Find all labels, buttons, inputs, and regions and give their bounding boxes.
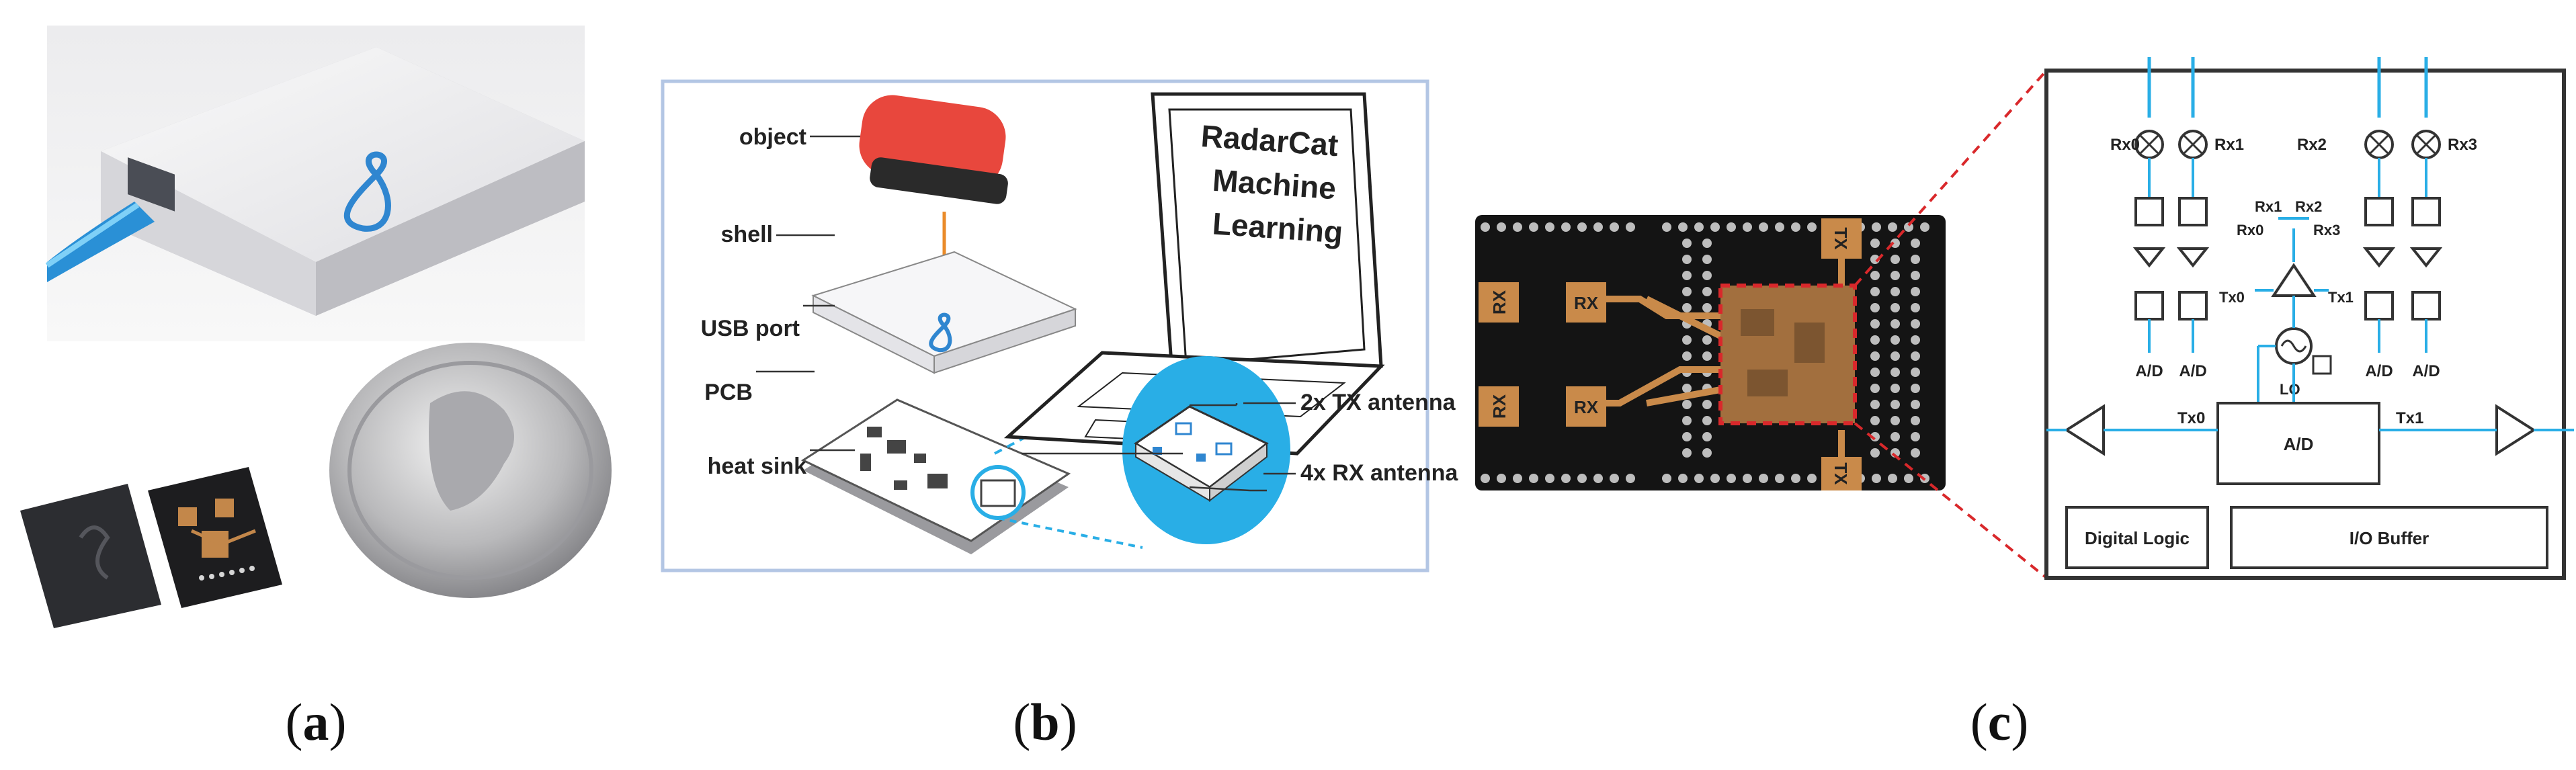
radar-chip-board: RX RX RX RX TX TX [1475,215,1946,490]
block-main-ad: A/D [2284,434,2314,454]
panel-b: RadarCat Machine Learning [659,77,1458,574]
label-tx-antenna: 2x TX antenna [1300,390,1456,415]
soli-logo-icon [343,151,391,232]
block-center-rx2: Rx2 [2295,198,2322,215]
caption-a: (a) [285,693,347,751]
block-ad-rx3: A/D [2412,362,2440,380]
block-rx3-label: Rx3 [2448,136,2477,154]
object-illustration [859,95,1008,204]
block-center-tx1: Tx1 [2328,289,2354,306]
caption-b: (b) [1013,693,1077,751]
block-rx2-label: Rx2 [2297,136,2327,154]
block-tx1-label: Tx1 [2396,409,2423,427]
caption-c: (c) [1970,693,2029,751]
block-rx1-label: Rx1 [2214,136,2244,154]
block-digital-logic: Digital Logic [2085,528,2190,548]
block-center-tx0: Tx0 [2219,289,2245,306]
label-shell: shell [721,222,773,247]
block-io-buffer: I/O Buffer [2350,528,2429,548]
quarter-coin-photo [329,343,612,598]
label-usb-port: USB port [701,316,800,341]
soli-chip-photo [20,467,282,628]
soli-device-photo [45,26,585,341]
chip-highlight-box [1718,284,1857,425]
block-ad-rx2: A/D [2365,362,2393,380]
antenna-zoom-inset [1122,356,1290,544]
label-heat-sink: heat sink [708,454,806,479]
pcb-rx-label-3: RX [1489,394,1509,419]
block-center-rx1: Rx1 [2255,198,2282,215]
pcb-rx-label-2: RX [1574,293,1599,313]
label-rx-antenna: 4x RX antenna [1300,460,1458,486]
pcb-rx-label-4: RX [1574,397,1599,417]
block-ad-rx1: A/D [2179,362,2206,380]
panel-c: RX RX RX RX TX TX [1465,54,2576,598]
block-center-rx3: Rx3 [2313,222,2340,239]
panel-a [0,0,618,672]
block-lo-label: LO [2280,381,2300,398]
block-rx0-label: Rx0 [2110,136,2140,154]
shell-illustration [811,251,1077,374]
laptop-screen-line-2: Machine [1212,163,1337,206]
block-ad-rx0: A/D [2135,362,2163,380]
label-object: object [739,124,806,150]
block-tx0-label: Tx0 [2177,409,2205,427]
label-pcb: PCB [704,380,753,405]
radar-block-diagram: Rx0 Rx1 Rx2 Rx3 [2044,57,2574,580]
zoom-line-bottom [1854,422,2048,579]
pcb-tx-label-2: TX [1831,462,1851,485]
block-center-rx0: Rx0 [2237,222,2263,239]
pcb-rx-label-1: RX [1489,290,1509,314]
pcb-tx-label-1: TX [1831,227,1851,250]
